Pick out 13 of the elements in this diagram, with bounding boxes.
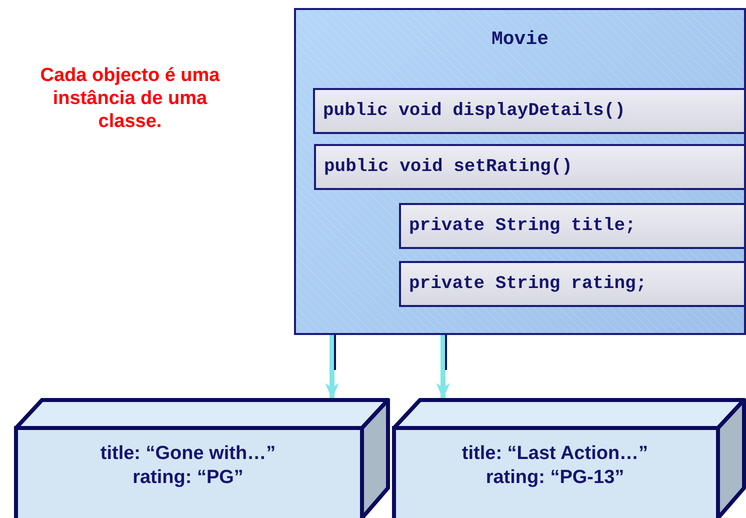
attribute-value: rating: “PG” <box>132 466 244 490</box>
member-box: private String title; <box>399 203 746 249</box>
member-box: private String rating; <box>399 261 746 307</box>
member-box: public void displayDetails() <box>313 88 746 134</box>
arrow <box>325 335 339 400</box>
attribute-value: title: “Last Action…” <box>460 442 650 466</box>
class-box <box>294 8 746 335</box>
attribute-value: title: “Gone with…” <box>99 442 277 466</box>
arrow <box>436 335 450 400</box>
note-text: Cada objecto é uma instância de uma classe. <box>39 64 221 133</box>
attribute-value: rating: “PG-13” <box>484 466 626 490</box>
class-name: Movie <box>490 28 550 50</box>
member-box: public void setRating() <box>314 144 746 190</box>
